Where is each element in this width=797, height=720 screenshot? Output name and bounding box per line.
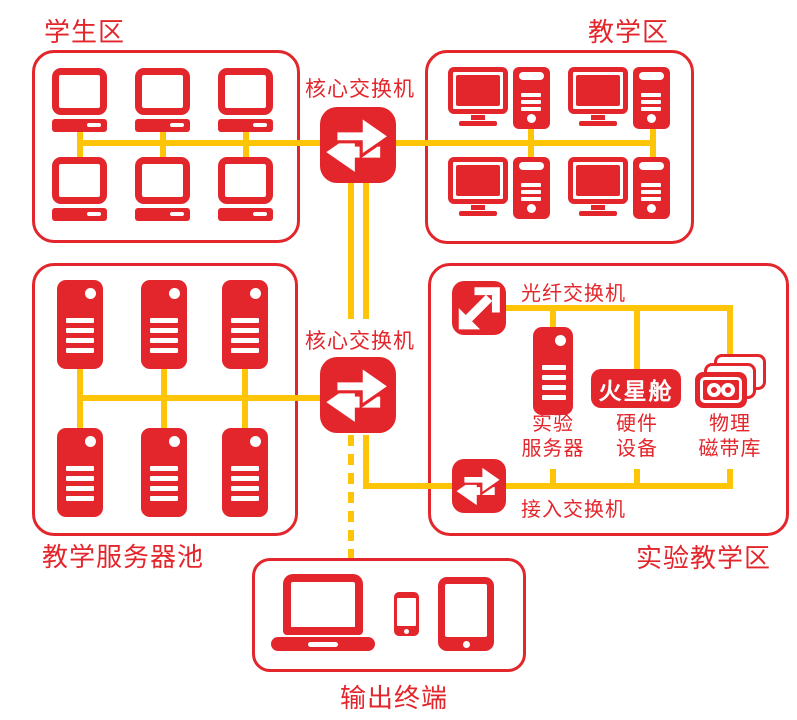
tablet-icon [438, 577, 494, 651]
access-switch-icon [452, 459, 506, 513]
mars-cabin-badge: 火星舱 [591, 369, 681, 408]
dashed-output-link-line [348, 435, 354, 558]
core-switch-link-line [363, 183, 369, 319]
server-icon [141, 280, 187, 369]
server-icon [141, 428, 187, 517]
desktop-computer-icon [568, 67, 670, 129]
connector-stub [550, 308, 556, 330]
desktop-monitor-icon [218, 157, 273, 221]
fiber-switch-icon [452, 281, 506, 335]
desktop-monitor-icon [135, 68, 190, 132]
core-switch-icon-top [320, 107, 396, 183]
tape-library-icon [695, 354, 768, 412]
access-link-line-vertical [363, 435, 369, 489]
student-area-label: 学生区 [44, 17, 126, 47]
experimental-area-box [428, 263, 789, 536]
output-terminal-box [252, 558, 526, 672]
access-bus-line [363, 483, 733, 489]
tape-library-label: 物理 磁带库 [698, 413, 762, 460]
server-pool-bus-line [80, 395, 320, 401]
server-pool-label: 教学服务器池 [42, 542, 205, 572]
fiber-bus-line [506, 305, 733, 311]
connector-stub [650, 126, 656, 159]
core-switch-bottom-label: 核心交换机 [305, 330, 415, 353]
desktop-monitor-icon [52, 157, 107, 221]
fiber-switch-label: 光纤交换机 [521, 283, 626, 305]
teaching-area-box [425, 50, 694, 244]
server-icon [222, 428, 268, 517]
core-switch-icon-bottom [320, 357, 396, 433]
access-switch-label: 接入交换机 [521, 499, 626, 521]
desktop-monitor-icon [218, 68, 273, 132]
connector-stub [727, 305, 733, 357]
phone-icon [394, 592, 419, 636]
student-area-box [32, 50, 300, 243]
connector-stub [727, 469, 733, 489]
experiment-server-icon [533, 327, 573, 415]
desktop-monitor-icon [135, 157, 190, 221]
mars-cabin-badge-text: 火星舱 [598, 377, 674, 404]
connector-stub [634, 308, 640, 372]
laptop-icon [271, 574, 375, 651]
core-switch-top-label: 核心交换机 [305, 78, 415, 101]
server-icon [57, 428, 103, 517]
desktop-monitor-icon [52, 68, 107, 132]
desktop-computer-icon [568, 157, 670, 219]
desktop-computer-icon [448, 67, 550, 129]
experimental-area-label: 实验教学区 [636, 543, 772, 573]
core-switch-link-line [348, 183, 354, 319]
connector-stub [550, 469, 556, 484]
server-icon [57, 280, 103, 369]
teaching-area-label: 教学区 [588, 17, 670, 47]
experiment-server-label: 实验 服务器 [521, 413, 585, 460]
connector-stub [634, 469, 640, 484]
server-icon [222, 280, 268, 369]
hardware-equipment-label: 硬件 设备 [616, 413, 658, 460]
desktop-computer-icon [448, 157, 550, 219]
output-terminal-label: 输出终端 [339, 683, 448, 713]
